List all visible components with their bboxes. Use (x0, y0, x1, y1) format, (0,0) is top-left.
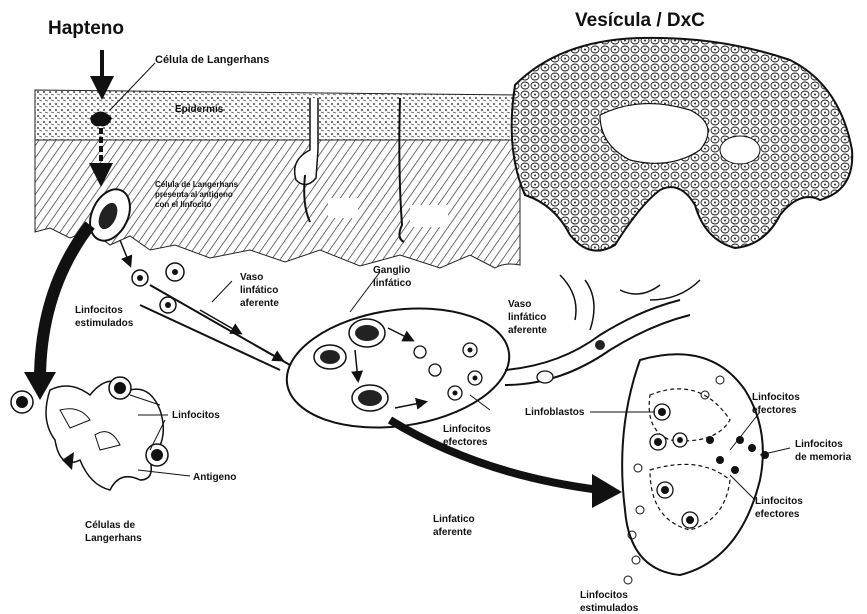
label-linfatico-aferente-2: aferente (433, 527, 472, 538)
label-efectores-mid-1: Linfocitos (755, 496, 803, 507)
label-linfocitos-cell: Linfocitos (172, 410, 220, 421)
label-linfatico-aferente-1: Linfatico (433, 514, 475, 525)
label-vaso-r1: Vaso (508, 299, 531, 310)
label-linfocitos-efectores-2: efectores (443, 437, 488, 448)
label-efectores-top-2: efectores (752, 405, 797, 416)
label-presenta-2: presenta al antigeno (155, 190, 233, 199)
label-ganglio-1: Ganglio (373, 265, 410, 276)
vesicle-illustration (512, 38, 853, 251)
dermis-gap-2 (410, 205, 448, 227)
dermis-gap-1 (328, 198, 358, 218)
label-estimulados-bottom-2: estimulados (580, 603, 639, 614)
label-epidermis: Epidermis (175, 104, 224, 115)
curved-arrow-to-node (390, 420, 600, 490)
label-vaso-r3: aferente (508, 325, 547, 336)
label-celulas-lang-1: Células de (85, 520, 135, 531)
label-vaso-r2: linfático (508, 312, 546, 323)
label-vaso-3: aferente (240, 298, 279, 309)
label-memoria-2: de memoria (795, 452, 852, 463)
label-vaso-2: linfático (240, 285, 278, 296)
label-celulas-lang-2: Langerhans (85, 533, 142, 544)
label-linfoblastos: Linfoblastos (525, 407, 585, 418)
secondary-lymph-node (590, 354, 790, 584)
label-memoria-1: Linfocitos (795, 439, 843, 450)
label-linfocitos-estimulados-1: Linfocitos (75, 305, 123, 316)
label-vaso-1: Vaso (240, 272, 263, 283)
label-presenta-3: con el linfocito (155, 200, 212, 209)
lymph-node (279, 272, 517, 441)
label-ganglio-2: linfático (373, 278, 411, 289)
label-efectores-top-1: Linfocitos (752, 392, 800, 403)
label-celula-langerhans-top: Célula de Langerhans (155, 54, 269, 66)
label-antigeno: Antigeno (193, 472, 236, 483)
label-linfocitos-estimulados-2: estimulados (75, 318, 134, 329)
label-linfocitos-efectores-1: Linfocitos (443, 424, 491, 435)
title-hapteno: Hapteno (48, 18, 124, 39)
label-presenta-1: Célula de Langerhans (155, 180, 239, 189)
label-estimulados-bottom-1: Linfocitos (580, 590, 628, 601)
title-vesicula: Vesícula / DxC (575, 10, 705, 31)
label-efectores-mid-2: efectores (755, 509, 800, 520)
